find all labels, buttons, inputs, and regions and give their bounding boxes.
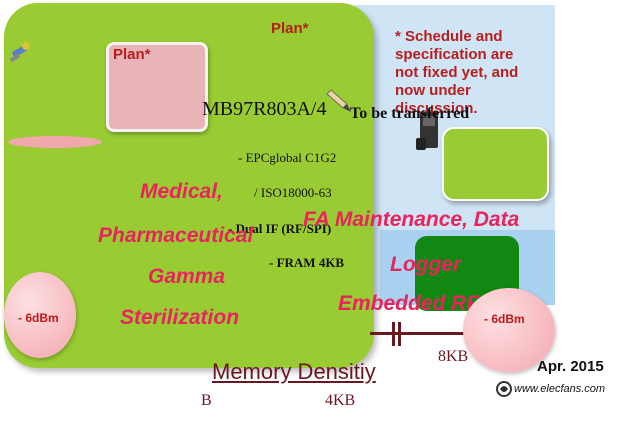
pink-ellipse: [8, 136, 102, 148]
axis-tick-label: B: [201, 392, 212, 409]
to-be-transferred: To be transferred: [350, 105, 470, 122]
axis-segment: [370, 332, 480, 335]
medical-line-3: Gamma: [148, 265, 226, 288]
medical-line-1: Medical,: [140, 180, 223, 203]
fa-line-3: Embedded RFID: [338, 292, 501, 315]
plan-top-label: Plan*: [271, 20, 309, 37]
pencil-arrow-icon: [326, 89, 351, 112]
tool-icon: [9, 42, 30, 63]
axis-tick-label: 8KB: [438, 348, 469, 365]
axis-tick-mark: [392, 322, 395, 346]
fa-line-2: Logger: [390, 253, 462, 276]
product-name: MB97R803A/4: [202, 98, 327, 120]
axis-title: Memory Densitiy: [212, 359, 376, 384]
axis-tick-label: 4KB: [325, 392, 356, 409]
fa-line-1: FA Maintenance, Data: [303, 208, 520, 231]
dbm-left-label: - 6dBm: [18, 311, 59, 325]
spec-line-1: - EPCglobal C1G2: [238, 150, 337, 165]
reader-device-icon: [416, 112, 438, 150]
axis-tick-mark: [398, 322, 401, 346]
right-green-card: [442, 127, 549, 201]
watermark-text: www.elecfans.com: [514, 383, 606, 395]
power-circle-left: [4, 272, 76, 358]
date-label: Apr. 2015: [537, 358, 604, 375]
medical-line-4: Sterilization: [120, 306, 240, 329]
schedule-note: * Schedule and specification are not fix…: [395, 28, 519, 117]
spec-line-4: - FRAM 4KB: [269, 255, 345, 270]
dbm-right-label: - 6dBm: [484, 312, 525, 326]
plan-box: [106, 42, 208, 132]
power-circle-right: [463, 288, 555, 372]
watermark-logo-icon: [496, 381, 512, 397]
medical-line-2: Pharmaceutical: [98, 224, 254, 247]
plan-box-label: Plan*: [113, 46, 151, 63]
spec-line-2: / ISO18000-63: [254, 185, 332, 200]
spec-line-3: - Dual IF (RF/SPI): [228, 221, 332, 236]
